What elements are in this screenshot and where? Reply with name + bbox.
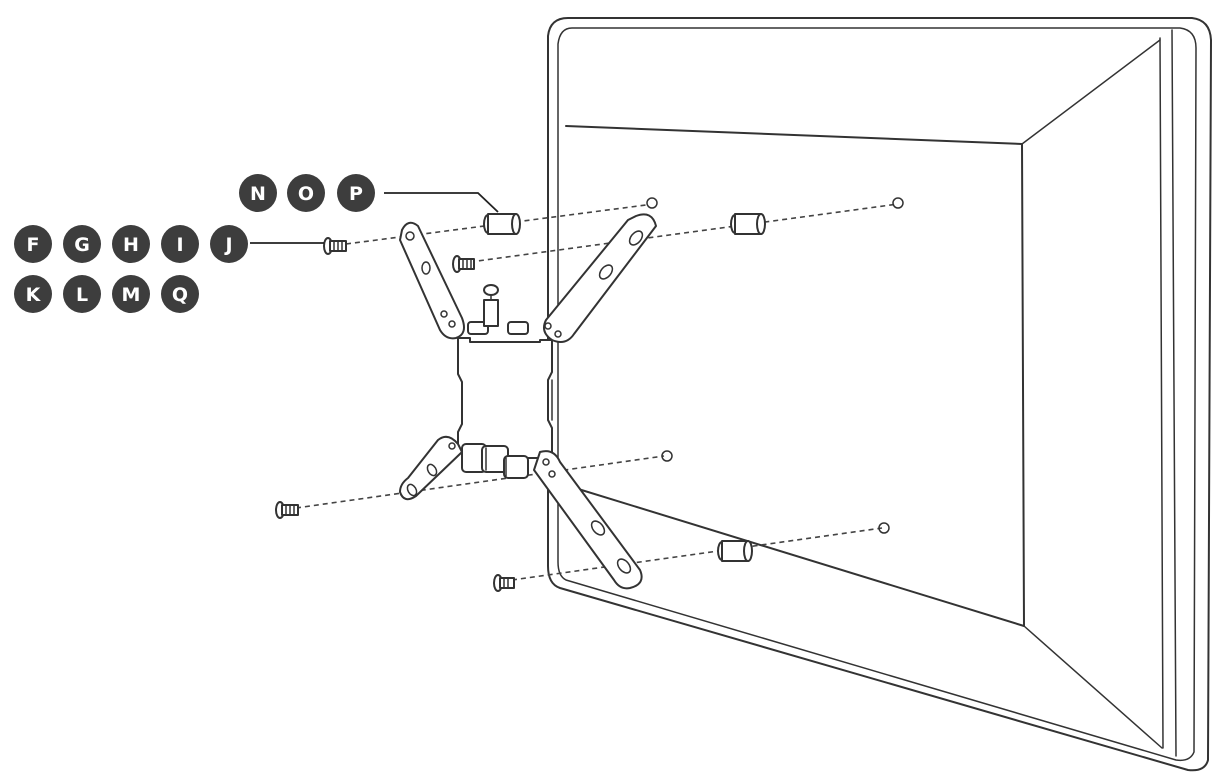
screw-bottom-left bbox=[275, 501, 299, 519]
callout-badge-l: L bbox=[63, 275, 101, 313]
svg-text:M: M bbox=[122, 284, 141, 306]
svg-text:J: J bbox=[223, 234, 232, 256]
mount-bracket bbox=[399, 213, 657, 590]
callout-row3-group: K L M Q bbox=[14, 275, 199, 313]
callout-badge-j: J bbox=[210, 225, 248, 263]
screw-top-middle bbox=[452, 255, 475, 273]
callout-top-group: N O P bbox=[239, 174, 375, 212]
spacer-top-right bbox=[730, 213, 766, 235]
callout-badge-i: I bbox=[161, 225, 199, 263]
callout-badge-f: F bbox=[14, 225, 52, 263]
screw-bottom-right bbox=[493, 574, 515, 592]
svg-text:O: O bbox=[298, 183, 314, 205]
svg-text:I: I bbox=[176, 234, 183, 256]
monitor-back bbox=[547, 17, 1212, 772]
svg-text:K: K bbox=[26, 284, 42, 306]
svg-text:G: G bbox=[74, 234, 90, 256]
svg-text:F: F bbox=[27, 234, 40, 256]
callout-badge-h: H bbox=[112, 225, 150, 263]
callout-leader-top bbox=[384, 192, 499, 213]
callout-badge-n: N bbox=[239, 174, 277, 212]
screw-top-left bbox=[323, 237, 347, 255]
callout-badge-p: P bbox=[337, 174, 375, 212]
svg-text:Q: Q bbox=[172, 284, 188, 306]
spacer-top-left bbox=[483, 213, 521, 235]
monitor-mount-holes bbox=[646, 197, 904, 534]
callout-badge-m: M bbox=[112, 275, 150, 313]
svg-text:H: H bbox=[123, 234, 139, 256]
spacer-bottom-right bbox=[717, 540, 753, 562]
callout-screw-group: F G H I J bbox=[14, 225, 248, 263]
svg-text:N: N bbox=[250, 183, 266, 205]
alignment-lines bbox=[295, 203, 899, 581]
svg-text:P: P bbox=[349, 183, 363, 205]
callout-badge-q: Q bbox=[161, 275, 199, 313]
callout-badge-o: O bbox=[287, 174, 325, 212]
svg-text:L: L bbox=[76, 284, 88, 306]
callout-badge-k: K bbox=[14, 275, 52, 313]
callout-badge-g: G bbox=[63, 225, 101, 263]
